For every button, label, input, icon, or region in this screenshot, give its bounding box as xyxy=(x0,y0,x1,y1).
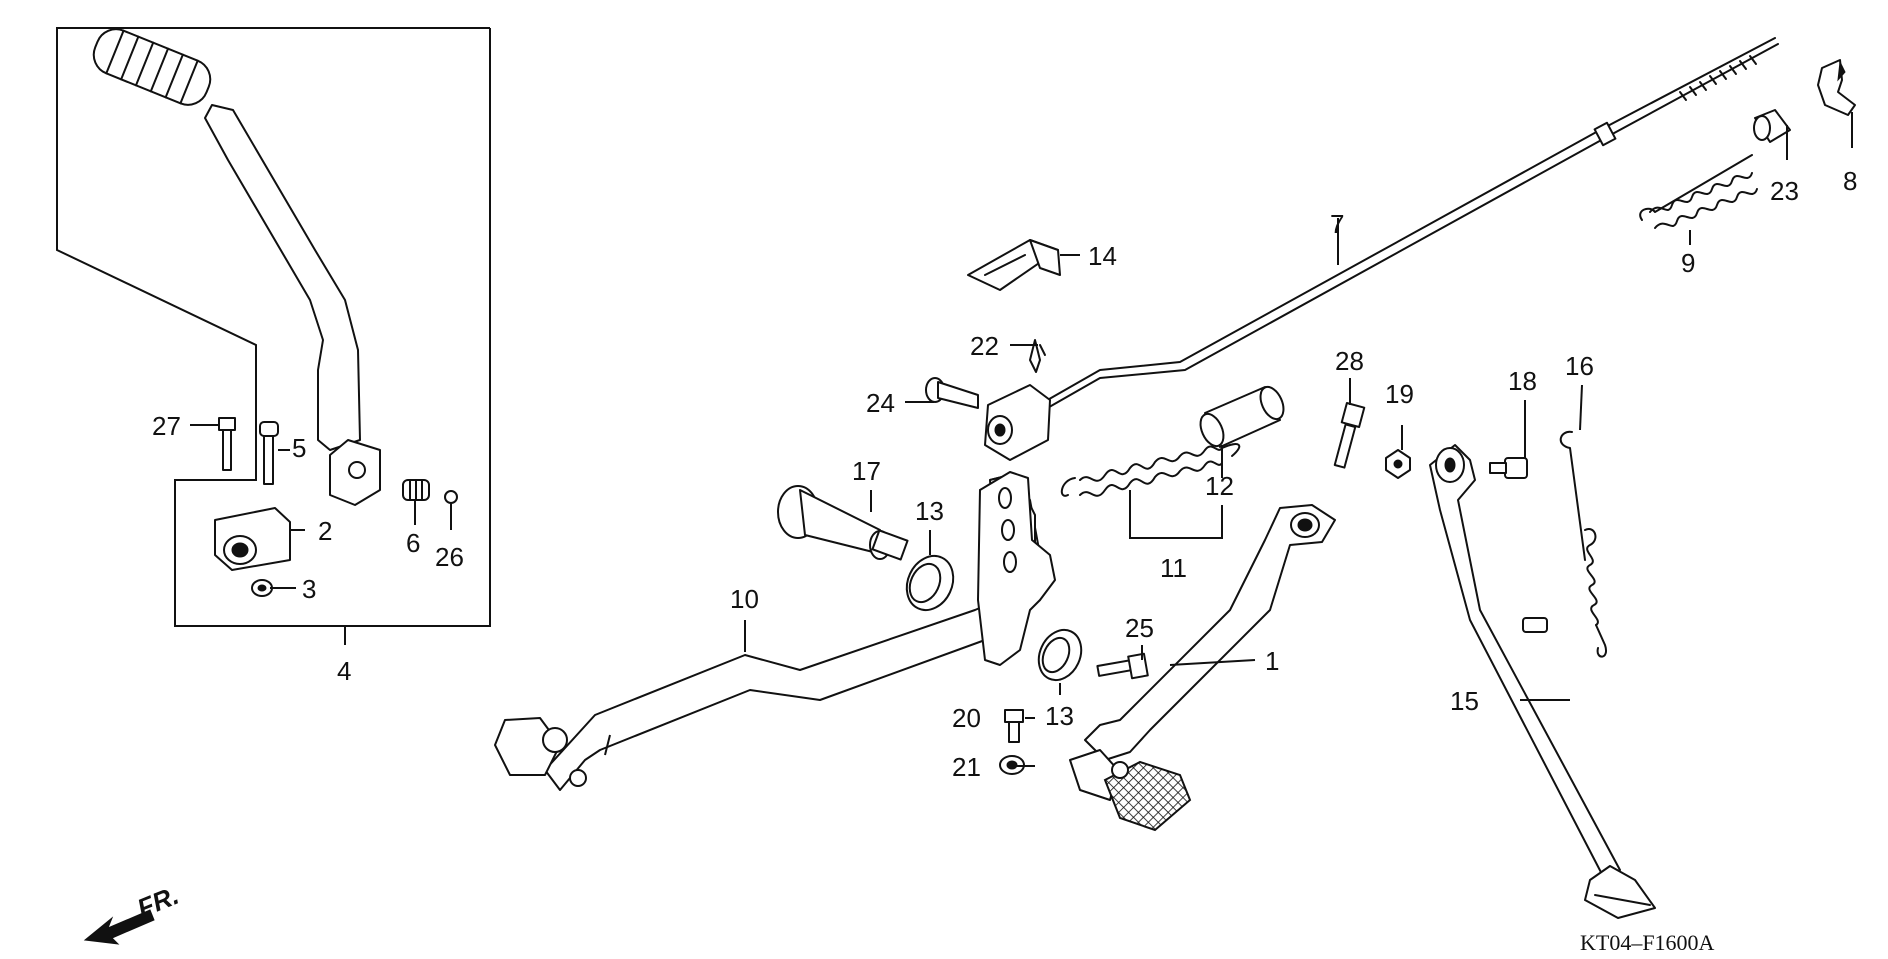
callout-21: 21 xyxy=(952,752,981,782)
callout-3: 3 xyxy=(302,574,316,604)
callout-23: 23 xyxy=(1770,176,1799,206)
spring-9[interactable] xyxy=(1639,154,1758,229)
kick-starter-arm[interactable] xyxy=(88,23,381,506)
bolt-18[interactable] xyxy=(1489,457,1528,479)
callout-15: 15 xyxy=(1450,686,1479,716)
arrow-front-icon xyxy=(83,909,155,945)
clevis-pin-24[interactable] xyxy=(925,377,979,409)
clamp-2[interactable] xyxy=(214,507,291,571)
callout-19: 19 xyxy=(1385,379,1414,409)
callout-16: 16 xyxy=(1565,351,1594,381)
bolt-25[interactable] xyxy=(1096,652,1149,680)
leader-lines xyxy=(190,112,1853,767)
brake-pedal-1[interactable] xyxy=(1069,504,1336,832)
change-pedal-10[interactable] xyxy=(494,474,1041,791)
side-stand-15[interactable] xyxy=(1429,444,1656,919)
bolt-20[interactable] xyxy=(1004,709,1024,743)
adjusting-nut-8[interactable] xyxy=(1817,59,1856,116)
callout-labels: 1 2 3 4 5 6 7 8 9 10 11 12 13 13 14 15 1… xyxy=(152,166,1857,782)
callout-14: 14 xyxy=(1088,241,1117,271)
cotter-pin-22[interactable] xyxy=(1029,339,1046,373)
callout-18: 18 xyxy=(1508,366,1537,396)
bolt-28[interactable] xyxy=(1333,402,1366,469)
callout-5: 5 xyxy=(292,433,306,463)
collar-12[interactable] xyxy=(1196,383,1288,449)
callout-10: 10 xyxy=(730,584,759,614)
callout-20: 20 xyxy=(952,703,981,733)
stand-spring-16[interactable] xyxy=(1559,430,1608,658)
bolt-27[interactable] xyxy=(218,417,236,471)
kick-starter-frame xyxy=(56,27,491,627)
callout-2: 2 xyxy=(318,516,332,546)
return-spring-11[interactable] xyxy=(1060,443,1241,497)
seal-13-upper[interactable] xyxy=(898,548,962,617)
nut-19[interactable] xyxy=(1385,449,1411,479)
callout-27: 27 xyxy=(152,411,181,441)
callout-6: 6 xyxy=(406,528,420,558)
callout-17: 17 xyxy=(852,456,881,486)
pivot-bolt-17[interactable] xyxy=(777,485,909,561)
callout-12: 12 xyxy=(1205,471,1234,501)
callout-13-upper: 13 xyxy=(915,496,944,526)
pin-5[interactable] xyxy=(259,421,279,485)
callout-8: 8 xyxy=(1843,166,1857,196)
callout-11: 11 xyxy=(1160,553,1187,583)
front-direction-indicator: FR. xyxy=(83,880,183,945)
brake-rod-7[interactable] xyxy=(984,37,1779,461)
callout-28: 28 xyxy=(1335,346,1364,376)
seal-13-lower[interactable] xyxy=(1031,623,1089,687)
ball-26[interactable] xyxy=(444,490,458,504)
collar-23[interactable] xyxy=(1753,109,1791,143)
catalog-code: KT04–F1600A xyxy=(1580,930,1715,955)
callout-9: 9 xyxy=(1681,248,1695,278)
nut-3[interactable] xyxy=(251,579,273,597)
callout-22: 22 xyxy=(970,331,999,361)
callout-25: 25 xyxy=(1125,613,1154,643)
callout-24: 24 xyxy=(866,388,895,418)
stopper-14[interactable] xyxy=(967,239,1061,291)
pedal-plate xyxy=(977,471,1056,666)
callout-26: 26 xyxy=(435,542,464,572)
callout-4: 4 xyxy=(337,656,351,686)
callout-13-lower: 13 xyxy=(1045,701,1074,731)
callout-1: 1 xyxy=(1265,646,1279,676)
spring-6[interactable] xyxy=(402,479,430,501)
callout-7: 7 xyxy=(1330,209,1344,239)
